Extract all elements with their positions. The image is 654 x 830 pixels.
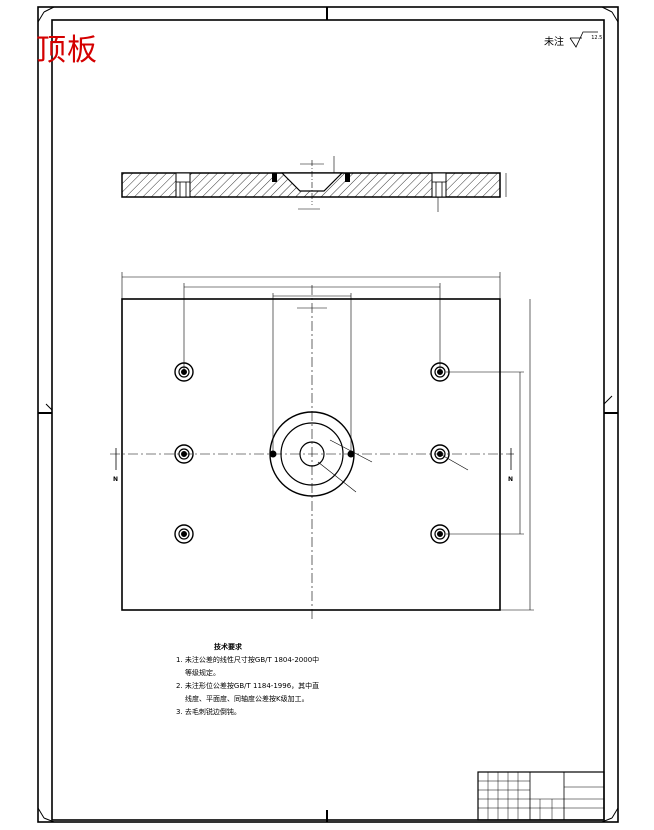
requirement-line: 等级规定。	[185, 669, 220, 677]
title-block	[477, 771, 605, 821]
sheet-border	[37, 6, 619, 823]
plan-view	[110, 272, 534, 620]
center-boss	[269, 411, 469, 497]
roughness-note: 未注 12.5	[544, 33, 602, 48]
requirement-line: 3. 去毛刺锐边倒钝。	[176, 708, 241, 716]
bolt-hole	[430, 524, 450, 544]
bolt-hole	[174, 362, 194, 382]
roughness-value: 12.5	[591, 35, 603, 41]
requirement-line: 2. 未注形位公差按GB/T 1184-1996，其中直	[176, 682, 320, 690]
requirement-line: 1. 未注公差的线性尺寸按GB/T 1804-2000中	[176, 656, 320, 664]
roughness-symbol	[569, 31, 598, 48]
requirement-line: 线度、平面度、同轴度公差按K级加工。	[185, 695, 309, 703]
roughness-label: 未注	[544, 37, 564, 48]
drawing-title: 顶板	[36, 34, 98, 67]
bolt-hole	[174, 444, 194, 464]
bolt-hole	[174, 524, 194, 544]
bolt-hole	[430, 362, 450, 382]
section-mark-right: N	[508, 476, 514, 483]
section-mark-left: N	[113, 476, 119, 483]
technical-requirements: 技术要求 1. 未注公差的线性尺寸按GB/T 1804-2000中 等级规定。 …	[176, 641, 319, 719]
section-view	[121, 156, 507, 212]
technical-requirements-heading: 技术要求	[214, 643, 242, 651]
